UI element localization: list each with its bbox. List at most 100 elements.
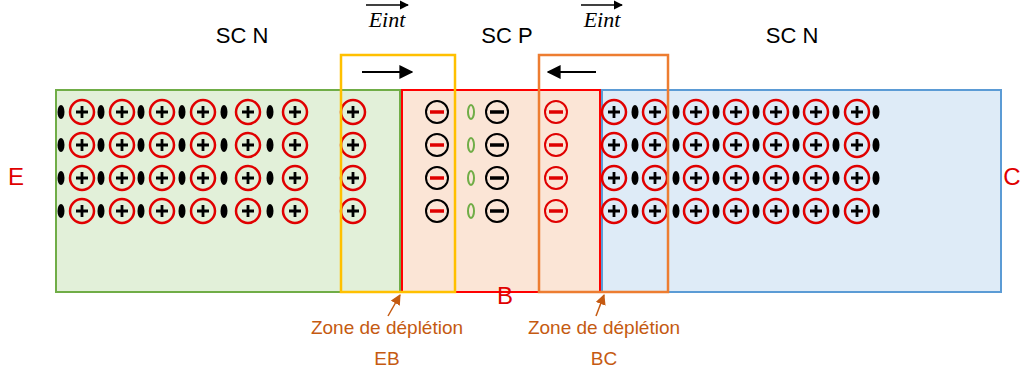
donor-ion bbox=[845, 100, 869, 124]
donor-ion bbox=[643, 166, 667, 190]
leader-arrow bbox=[596, 295, 604, 316]
carriers bbox=[58, 100, 880, 223]
zone-label: Zone de déplétion EB bbox=[302, 312, 472, 374]
electron bbox=[632, 204, 639, 218]
electron bbox=[833, 138, 840, 152]
electron bbox=[833, 105, 840, 119]
depletion-zone bbox=[341, 55, 455, 292]
donor-ion bbox=[70, 166, 94, 190]
donor-ion bbox=[602, 166, 626, 190]
acceptor-ion bbox=[426, 134, 448, 156]
terminal-label: B bbox=[497, 283, 513, 309]
donor-ion bbox=[70, 100, 94, 124]
donor-ion bbox=[684, 100, 708, 124]
electron bbox=[98, 105, 105, 119]
hole bbox=[468, 105, 474, 119]
electron bbox=[632, 105, 639, 119]
electron bbox=[713, 204, 720, 218]
electron bbox=[179, 105, 186, 119]
electron bbox=[833, 204, 840, 218]
region-heading: SC N bbox=[216, 23, 269, 49]
terminal-label: E bbox=[8, 164, 24, 190]
donor-ion bbox=[110, 100, 134, 124]
n-region: SC N bbox=[601, 89, 1002, 293]
electron bbox=[753, 204, 760, 218]
donor-ion bbox=[643, 133, 667, 157]
donor-ion bbox=[845, 133, 869, 157]
field-label: Eint bbox=[584, 8, 621, 32]
hole bbox=[468, 204, 474, 218]
donor-ion bbox=[191, 166, 215, 190]
electron bbox=[98, 171, 105, 185]
donor-ion bbox=[283, 133, 307, 157]
donor-ion bbox=[764, 133, 788, 157]
donor-ion bbox=[602, 100, 626, 124]
donor-ion bbox=[602, 199, 626, 223]
electron bbox=[138, 138, 145, 152]
donor-ion bbox=[764, 166, 788, 190]
acceptor-ion bbox=[486, 134, 508, 156]
donor-ion bbox=[643, 199, 667, 223]
electron bbox=[873, 105, 880, 119]
electron bbox=[673, 204, 680, 218]
electron bbox=[713, 105, 720, 119]
terminal-label: C bbox=[1003, 164, 1020, 190]
electron bbox=[98, 138, 105, 152]
donor-ion bbox=[341, 100, 365, 124]
electron bbox=[221, 138, 228, 152]
acceptor-ion bbox=[545, 134, 567, 156]
donor-ion bbox=[602, 133, 626, 157]
region-heading: SC N bbox=[766, 23, 819, 49]
field-label: Eint bbox=[369, 8, 406, 32]
electron bbox=[58, 105, 65, 119]
electron bbox=[221, 204, 228, 218]
vector-arrow bbox=[366, 4, 408, 5]
donor-ion bbox=[684, 199, 708, 223]
donor-ion bbox=[70, 133, 94, 157]
donor-ion bbox=[236, 199, 260, 223]
donor-ion bbox=[804, 166, 828, 190]
electron bbox=[873, 138, 880, 152]
electron bbox=[267, 204, 274, 218]
region-heading: SC P bbox=[481, 23, 532, 49]
acceptor-ion bbox=[426, 167, 448, 189]
electron bbox=[267, 105, 274, 119]
donor-ion bbox=[236, 166, 260, 190]
electron bbox=[632, 138, 639, 152]
donor-ion bbox=[804, 133, 828, 157]
acceptor-ion bbox=[486, 101, 508, 123]
donor-ion bbox=[150, 133, 174, 157]
hole bbox=[468, 171, 474, 185]
electron bbox=[753, 105, 760, 119]
electron bbox=[753, 171, 760, 185]
donor-ion bbox=[191, 199, 215, 223]
donor-ion bbox=[283, 100, 307, 124]
electron bbox=[753, 138, 760, 152]
donor-ion bbox=[684, 166, 708, 190]
electron bbox=[138, 204, 145, 218]
electron bbox=[673, 171, 680, 185]
electron bbox=[179, 204, 186, 218]
donor-ion bbox=[341, 199, 365, 223]
donor-ion bbox=[150, 100, 174, 124]
electron bbox=[713, 138, 720, 152]
acceptor-ion bbox=[486, 200, 508, 222]
donor-ion bbox=[191, 133, 215, 157]
electron bbox=[793, 105, 800, 119]
electron bbox=[138, 105, 145, 119]
electron bbox=[58, 171, 65, 185]
electron bbox=[58, 138, 65, 152]
donor-ion bbox=[150, 166, 174, 190]
donor-ion bbox=[70, 199, 94, 223]
hole bbox=[468, 138, 474, 152]
n-region: SC N bbox=[55, 89, 401, 293]
electron bbox=[58, 204, 65, 218]
donor-ion bbox=[764, 199, 788, 223]
donor-ion bbox=[643, 100, 667, 124]
donor-ion bbox=[110, 133, 134, 157]
acceptor-ion bbox=[486, 167, 508, 189]
zone-label: Zone de déplétion BC bbox=[519, 312, 689, 374]
donor-ion bbox=[724, 133, 748, 157]
donor-ion bbox=[283, 199, 307, 223]
